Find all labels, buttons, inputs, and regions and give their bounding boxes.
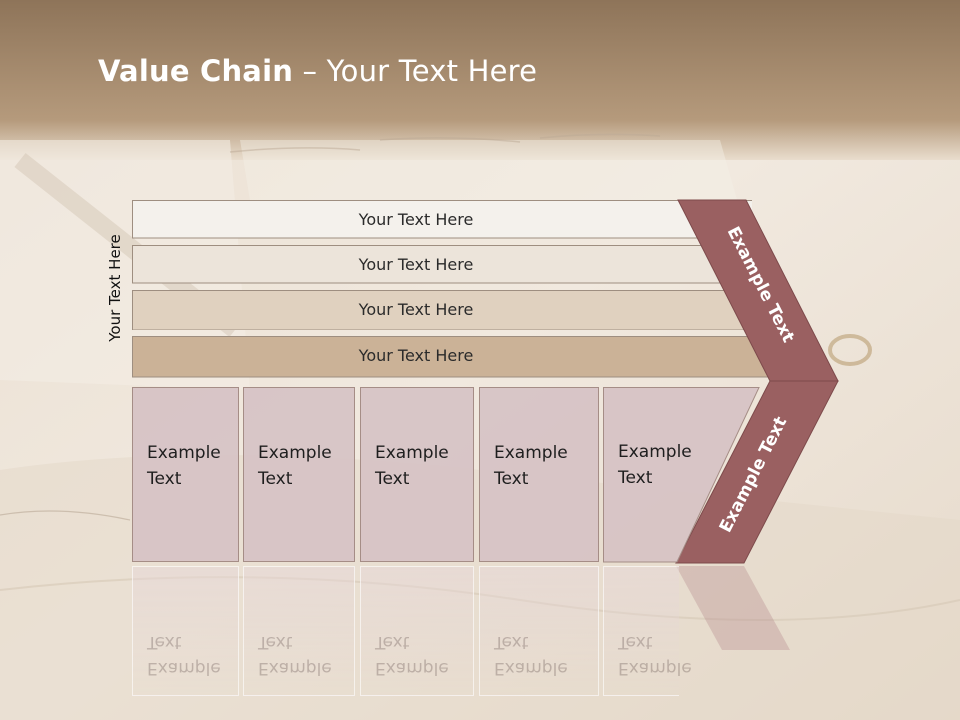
title-bold: Value Chain xyxy=(98,54,294,88)
chevron-reflection xyxy=(676,566,790,650)
bar-1-shape xyxy=(132,200,752,239)
example-box-5-shape xyxy=(603,387,760,563)
bar-4-shape xyxy=(132,336,772,378)
example-box-5 xyxy=(603,387,760,563)
bar-3-shape xyxy=(132,290,752,330)
page-title: Value Chain – Your Text Here xyxy=(98,54,537,88)
bar-1-label: Your Text Here xyxy=(358,209,474,229)
title-rest: – Your Text Here xyxy=(293,54,538,88)
bar-2-shape xyxy=(132,245,752,284)
bar-3-label: Your Text Here xyxy=(358,299,474,319)
bar-4-label: Your Text Here xyxy=(358,345,474,365)
chevron-lower-shape xyxy=(675,380,839,564)
bar-2-label: Your Text Here xyxy=(358,254,474,274)
